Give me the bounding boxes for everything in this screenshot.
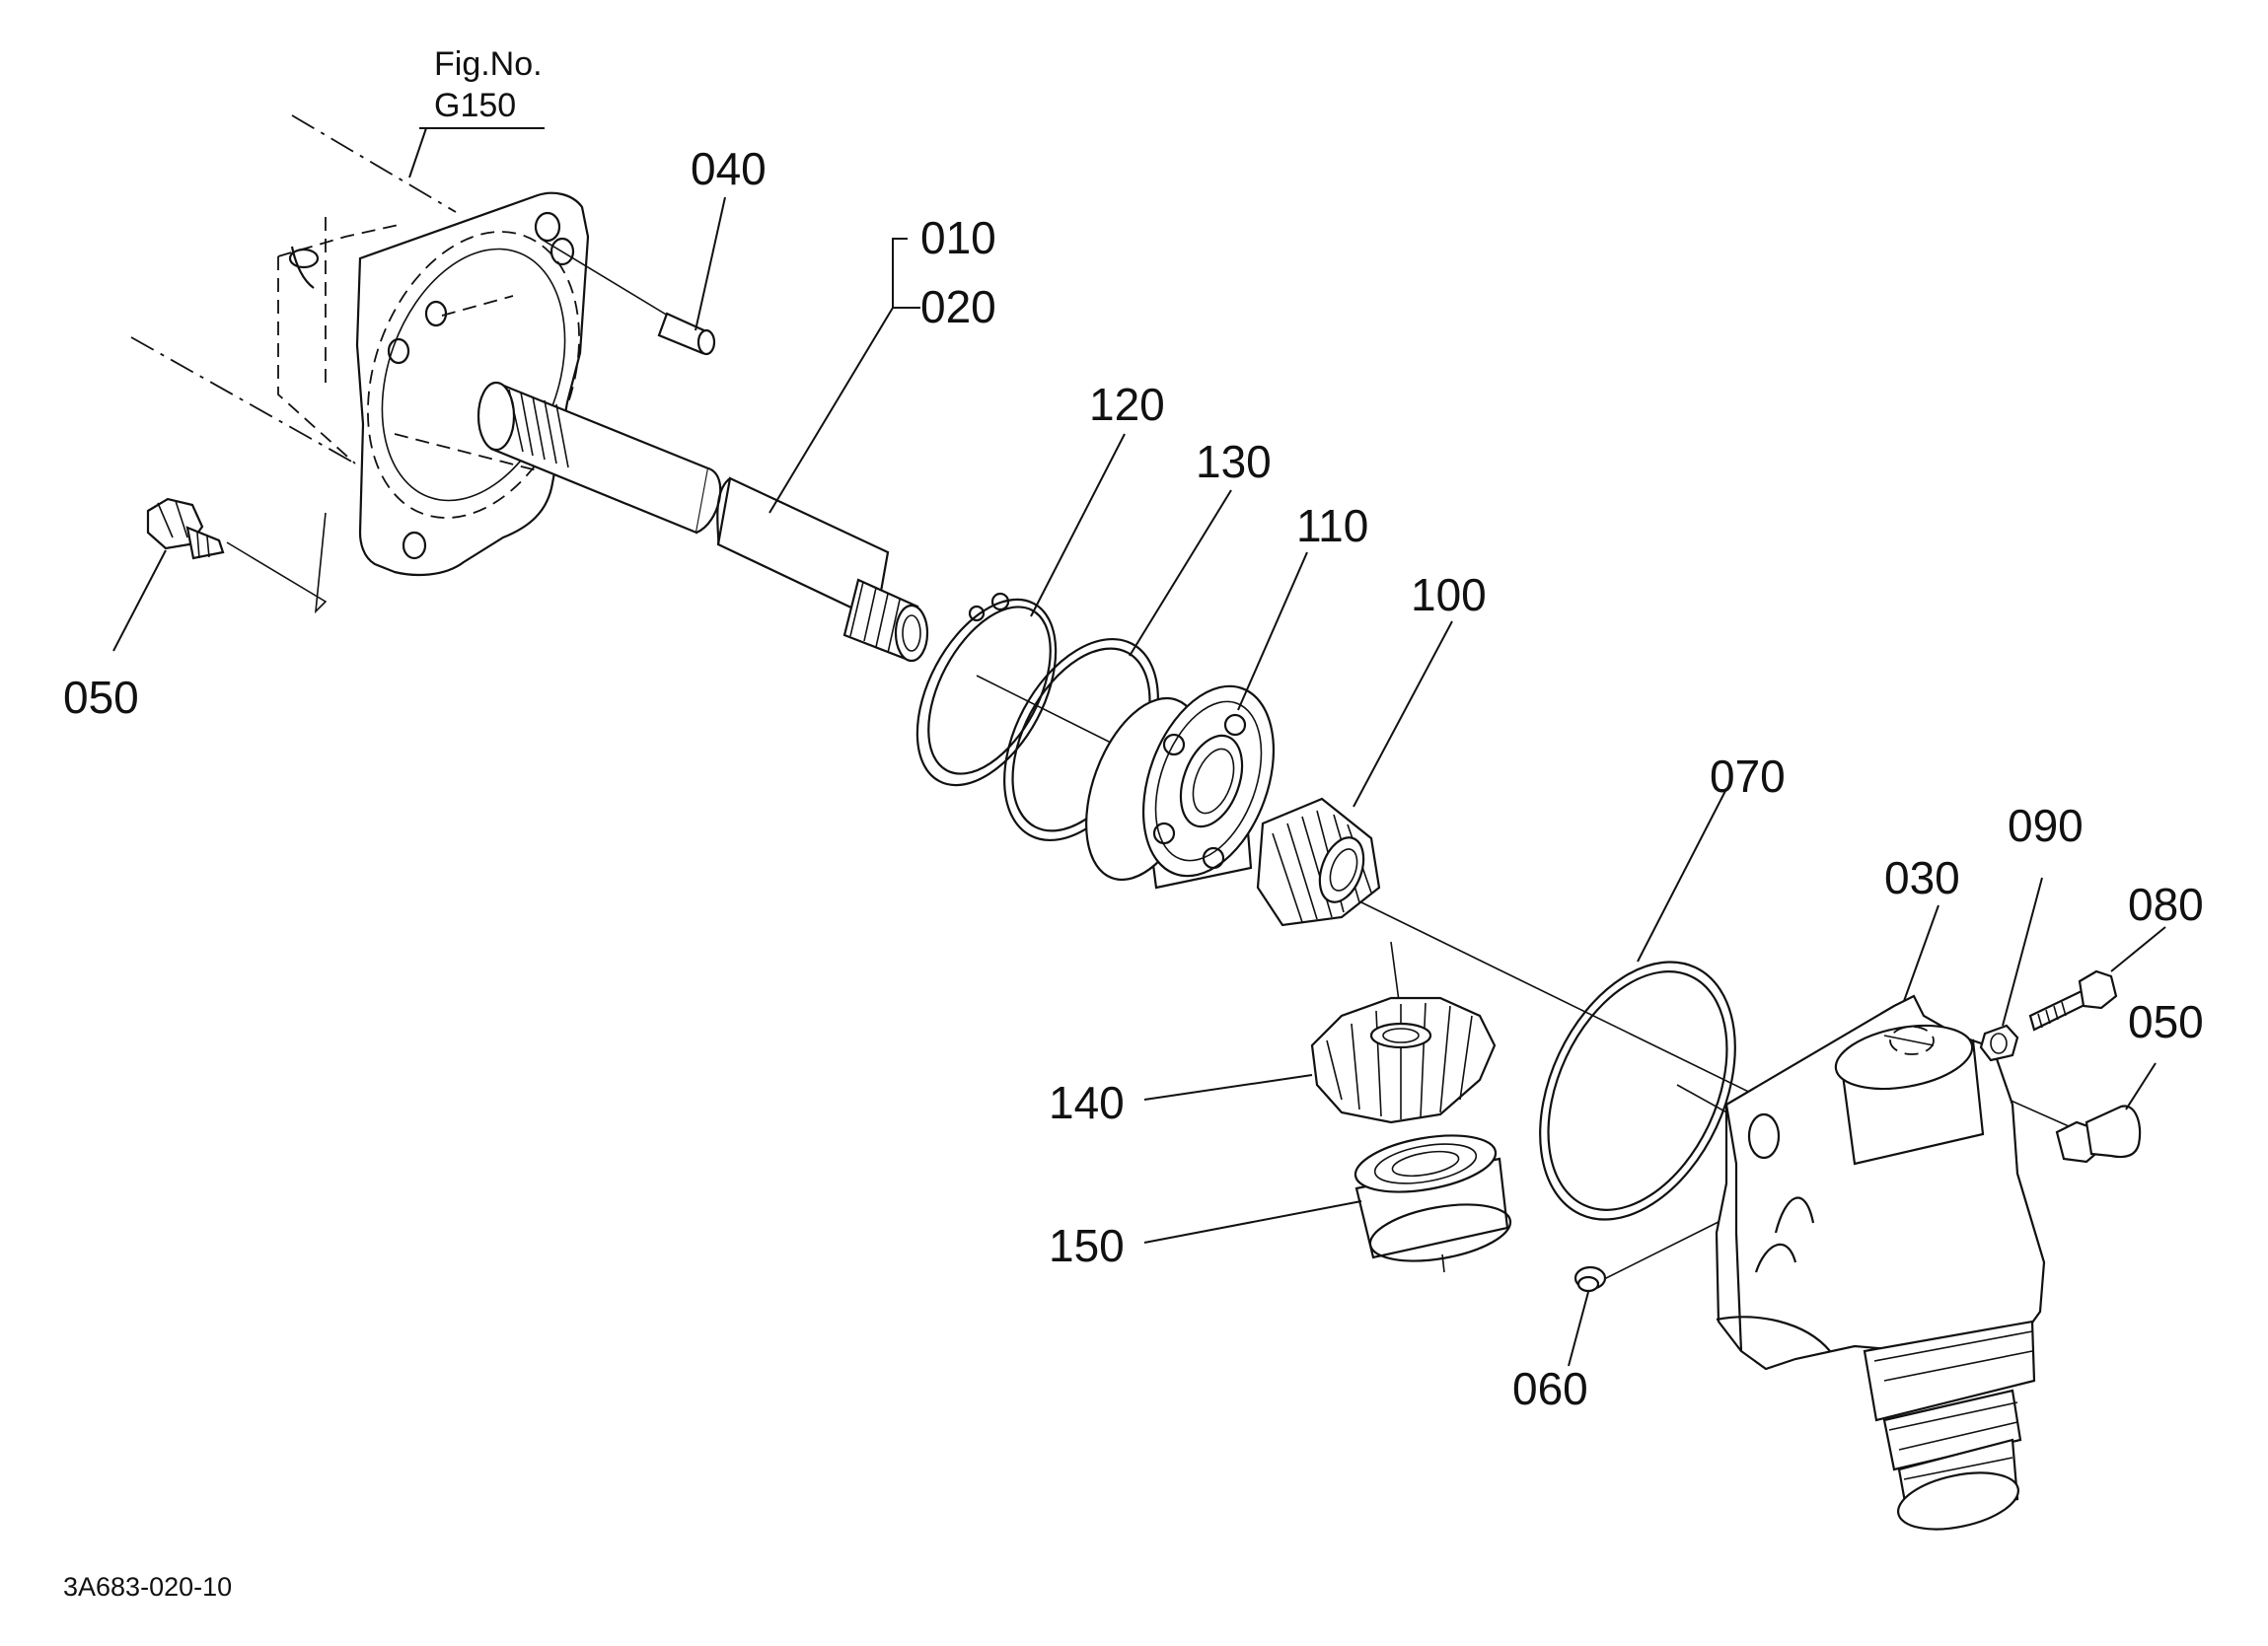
fig-no-value: G150 [434, 87, 516, 124]
leader-060 [1568, 1291, 1589, 1367]
gear-case [1715, 994, 2046, 1531]
leader-110 [1237, 551, 1308, 711]
bevel-gear [1310, 996, 1497, 1124]
plug-left [146, 497, 225, 560]
label-030: 030 [1884, 852, 1960, 903]
leader-050-right [2125, 1062, 2157, 1110]
leader-lines [112, 196, 2166, 1367]
label-150: 150 [1049, 1220, 1125, 1271]
fig-ref-leader [408, 127, 427, 179]
plug-right [2055, 1105, 2142, 1164]
leader-090 [2002, 877, 2043, 1027]
label-090: 090 [2008, 800, 2084, 851]
label-140: 140 [1049, 1077, 1125, 1128]
label-010: 010 [920, 212, 996, 263]
leader-070 [1637, 788, 1727, 963]
o-ring [1539, 961, 1736, 1221]
diagram-code: 3A683-020-10 [63, 1572, 232, 1602]
leader-150 [1143, 1200, 1362, 1244]
mounting-flange [355, 191, 590, 577]
leader-030 [1903, 904, 1939, 1002]
figure-reference: Fig.No. G150 [408, 45, 545, 179]
label-050-left: 050 [63, 672, 139, 723]
ball-bearing [1085, 684, 1276, 890]
nut-and-bolt [1979, 969, 2118, 1062]
label-070: 070 [1710, 751, 1786, 802]
plug-060 [1573, 1265, 1607, 1293]
part-number-labels: 010 020 040 050 120 130 110 100 070 030 … [63, 143, 2204, 1414]
label-120: 120 [1089, 379, 1165, 430]
label-020: 020 [920, 281, 996, 332]
lower-bearing [1353, 1134, 1512, 1262]
leader-100 [1353, 620, 1453, 808]
bevel-pinion [1256, 797, 1381, 927]
label-130: 130 [1196, 436, 1272, 487]
label-110: 110 [1296, 500, 1368, 551]
leader-120 [1030, 433, 1126, 617]
pin [657, 312, 716, 356]
leader-140 [1143, 1074, 1313, 1101]
transmission-case-phantom [130, 114, 457, 465]
leader-130 [1129, 489, 1232, 657]
shaft [476, 381, 929, 663]
label-050-right: 050 [2128, 996, 2204, 1047]
label-040: 040 [691, 143, 767, 194]
label-080: 080 [2128, 879, 2204, 930]
snap-ring [915, 592, 1058, 787]
leader-050-left [112, 549, 167, 652]
leader-080 [2110, 926, 2166, 972]
label-100: 100 [1411, 569, 1487, 620]
fig-no-label: Fig.No. [434, 45, 543, 83]
label-060: 060 [1512, 1363, 1588, 1414]
leader-040 [695, 196, 726, 331]
